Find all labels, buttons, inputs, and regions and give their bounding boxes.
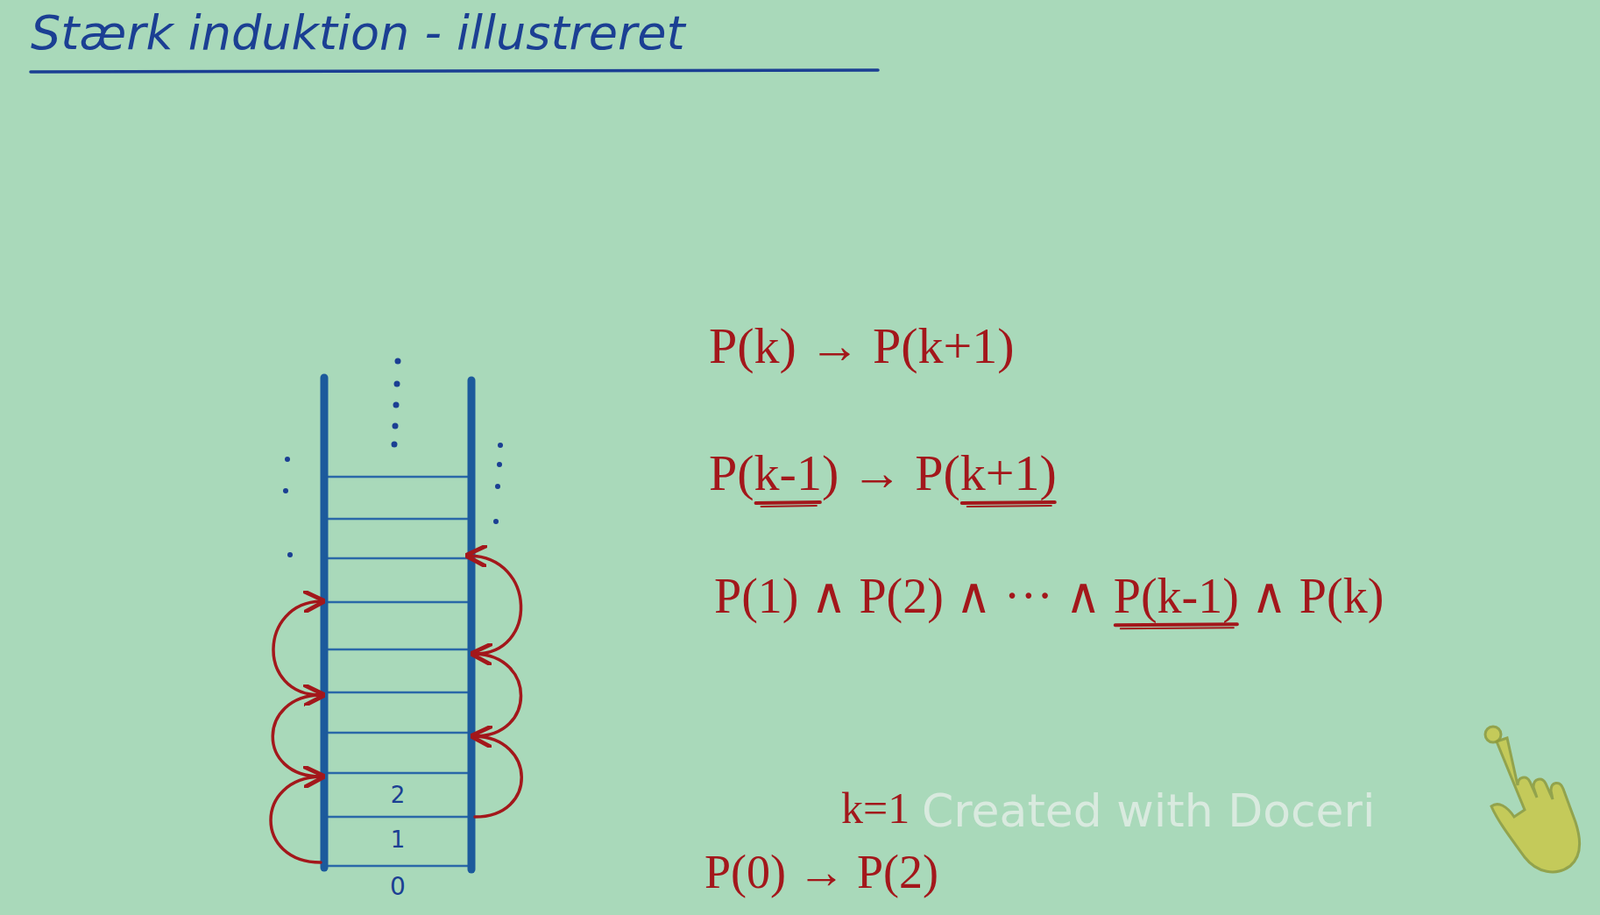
ladder-number: 1	[388, 827, 409, 853]
continuation-dots	[283, 358, 503, 559]
formula: P(k) → P(k+1)	[708, 318, 1014, 375]
title-underline	[30, 70, 878, 72]
slide-title: Stærk induktion - illustreret	[30, 7, 686, 59]
formula-underline	[761, 505, 817, 507]
doceri-hand-icon	[1485, 726, 1580, 872]
formula: P(1) ∧ P(2) ∧ ··· ∧ P(k-1) ∧ P(k)	[714, 569, 1384, 624]
formula-underline	[1115, 623, 1238, 625]
ladder-rails	[324, 377, 472, 870]
formula-underline	[967, 505, 1052, 507]
ladder-number: 0	[387, 873, 409, 901]
formula: P(0) → P(2)	[704, 846, 939, 899]
ladder-number: 2	[388, 782, 409, 808]
ladder-rungs	[324, 476, 472, 866]
formula: P(k-1) → P(k+1)	[708, 445, 1057, 502]
formula-underline	[1120, 627, 1234, 629]
formula-underline	[756, 502, 821, 503]
step-arrows	[270, 555, 522, 863]
formula: k=1	[841, 784, 910, 833]
watermark: Created with Doceri	[921, 785, 1375, 836]
formula-underline	[962, 502, 1055, 503]
